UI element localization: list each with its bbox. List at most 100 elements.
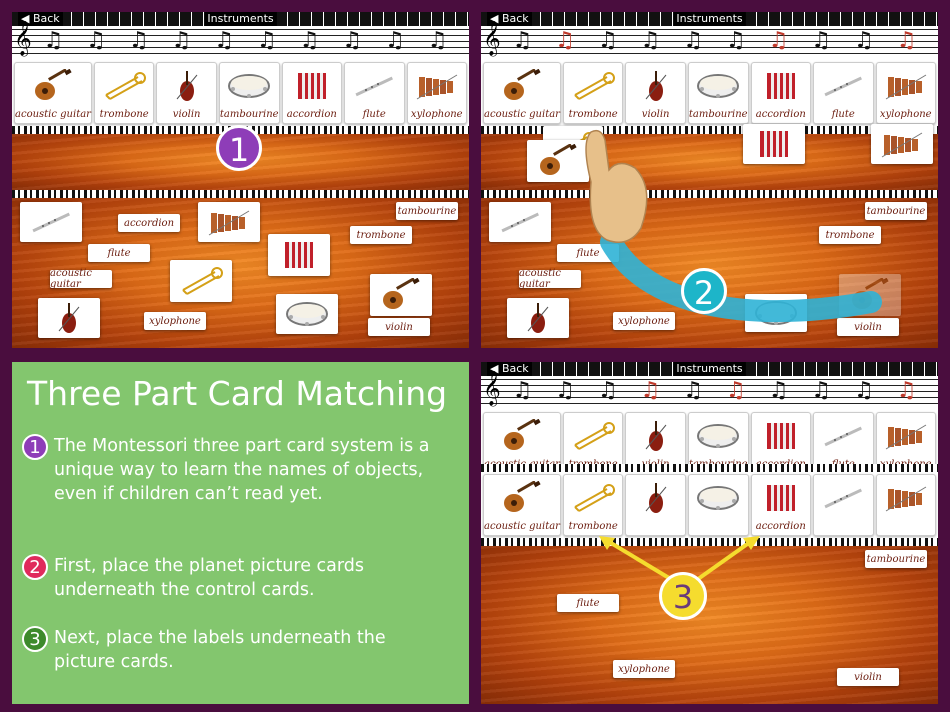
note-icon: ♫ xyxy=(86,28,106,53)
control-card-xylophone[interactable]: xylophone xyxy=(875,62,936,124)
control-card-flute[interactable]: flute xyxy=(813,62,874,124)
note-icon: ♫ xyxy=(640,28,661,53)
note-icon: ♫ xyxy=(555,28,575,53)
back-label: Back xyxy=(32,12,60,25)
step-1-badge: 1 xyxy=(216,125,262,171)
matched-card-row: acoustic guitar trombone accordion xyxy=(481,472,938,538)
piano-keys-divider xyxy=(12,190,469,198)
picture-card-tambourine[interactable] xyxy=(276,294,338,334)
control-card-row: acoustic guitar trombone violin tambouri… xyxy=(12,60,469,126)
control-card-flute[interactable]: flute xyxy=(813,412,874,474)
trombone-icon xyxy=(179,264,223,298)
label-card-violin[interactable]: violin xyxy=(368,318,430,336)
step-2-badge: 2 xyxy=(681,268,727,314)
label-card-trombone[interactable]: trombone xyxy=(350,226,412,244)
panel-step-2: ◀ Back Instruments 𝄞 ♫♫♫♫♫♫♫♫♫♫ acoustic… xyxy=(481,12,938,348)
music-staff-header: ◀ Back Instruments 𝄞 ♫♫♫♫♫♫♫♫♫♫ xyxy=(481,12,938,59)
note-icon: ♫ xyxy=(725,378,746,403)
treble-clef-icon: 𝄞 xyxy=(483,21,501,56)
note-icon: ♫ xyxy=(683,28,703,53)
label-card-flute[interactable]: flute xyxy=(88,244,150,262)
control-card-violin[interactable]: violin xyxy=(625,412,686,474)
control-card-tambourine[interactable]: tambourine xyxy=(218,62,280,124)
flute-icon xyxy=(29,205,73,239)
matched-card-flute[interactable] xyxy=(813,474,874,536)
back-button[interactable]: ◀ Back xyxy=(18,12,63,26)
step-1-number: 1 xyxy=(22,434,48,460)
picture-card-violin[interactable] xyxy=(507,298,569,338)
label-card-acoustic-guitar[interactable]: acoustic guitar xyxy=(50,268,112,290)
label-card-tambourine[interactable]: tambourine xyxy=(865,550,927,568)
control-card-flute[interactable]: flute xyxy=(344,62,405,124)
matched-card-trombone[interactable]: trombone xyxy=(562,474,624,536)
label-card-flute[interactable]: flute xyxy=(557,594,619,612)
picture-card-accordion[interactable] xyxy=(743,124,805,164)
label-card-tambourine[interactable]: tambourine xyxy=(396,202,458,220)
note-icon: ♫ xyxy=(597,378,618,403)
picture-card-xylophone[interactable] xyxy=(871,124,933,164)
xylophone-icon xyxy=(415,69,459,103)
step-2-text: First, place the planet picture cards un… xyxy=(54,556,365,600)
panel-step-1: ◀ Back Instruments 𝄞 ♫♫♫♫♫♫♫♫♫♫ acoustic… xyxy=(12,12,469,348)
instructions-panel: Three Part Card Matching 1 The Montessor… xyxy=(12,362,469,704)
label-card-xylophone[interactable]: xylophone xyxy=(613,660,675,678)
control-card-trombone[interactable]: trombone xyxy=(93,62,155,124)
back-button[interactable]: ◀ Back xyxy=(487,362,532,376)
picture-card-flute[interactable] xyxy=(489,202,551,242)
label-card-acoustic-guitar[interactable]: acoustic guitar xyxy=(519,268,581,290)
note-icon: ♫ xyxy=(640,378,661,403)
violin-icon xyxy=(165,69,209,103)
top-bar: ◀ Back Instruments xyxy=(12,12,469,26)
note-icon: ♫ xyxy=(811,28,832,53)
control-card-tambourine[interactable]: tambourine xyxy=(687,62,749,124)
note-icon: ♫ xyxy=(683,378,703,403)
picture-card-flute[interactable] xyxy=(20,202,82,242)
control-card-violin[interactable]: violin xyxy=(156,62,217,124)
acoustic-guitar-icon xyxy=(31,69,75,103)
note-icon: ♫ xyxy=(43,28,64,53)
picture-card-accordion[interactable] xyxy=(268,234,330,276)
label-card-violin[interactable]: violin xyxy=(837,318,899,336)
back-button[interactable]: ◀ Back xyxy=(487,12,532,26)
picture-card-acoustic-guitar[interactable] xyxy=(370,274,432,316)
label-card-tambourine[interactable]: tambourine xyxy=(865,202,927,220)
note-icon: ♫ xyxy=(256,28,277,53)
control-card-xylophone[interactable]: xylophone xyxy=(406,62,467,124)
matched-card-xylophone[interactable] xyxy=(875,474,937,536)
matched-card-accordion[interactable]: accordion xyxy=(750,474,812,536)
top-bar: ◀ Back Instruments xyxy=(481,362,938,376)
piano-keys-divider xyxy=(481,538,938,546)
step-3-badge: 3 xyxy=(659,572,707,620)
treble-clef-icon: 𝄞 xyxy=(483,371,501,406)
control-card-trombone[interactable]: trombone xyxy=(562,62,624,124)
picture-card-acoustic-guitar[interactable] xyxy=(527,140,589,182)
matched-card-acoustic-guitar[interactable]: acoustic guitar xyxy=(483,474,561,536)
picture-card-xylophone[interactable] xyxy=(198,202,260,242)
note-icon: ♫ xyxy=(768,378,789,403)
label-card-violin[interactable]: violin xyxy=(837,668,899,686)
control-card-accordion[interactable]: accordion xyxy=(750,62,812,124)
accordion-icon xyxy=(290,69,334,103)
note-icon: ♫ xyxy=(171,28,192,53)
note-icon: ♫ xyxy=(555,378,575,403)
control-card-violin[interactable]: violin xyxy=(625,62,686,124)
label-card-xylophone[interactable]: xylophone xyxy=(144,312,206,330)
music-staff-header: ◀ Back Instruments 𝄞 ♫♫♫♫♫♫♫♫♫♫ xyxy=(12,12,469,59)
label-card-trombone[interactable]: trombone xyxy=(819,226,881,244)
tambourine-icon xyxy=(285,297,329,331)
note-icon: ♫ xyxy=(725,28,746,53)
control-card-acoustic-guitar[interactable]: acoustic guitar xyxy=(14,62,92,124)
treble-clef-icon: 𝄞 xyxy=(14,21,32,56)
label-card-accordion[interactable]: accordion xyxy=(118,214,180,232)
control-card-acoustic-guitar[interactable]: acoustic guitar xyxy=(483,62,561,124)
matched-card-tambourine[interactable] xyxy=(687,474,749,536)
screen-title: Instruments xyxy=(204,12,277,26)
matched-card-violin[interactable] xyxy=(625,474,686,536)
back-label: Back xyxy=(501,362,529,375)
label-card-xylophone[interactable]: xylophone xyxy=(613,312,675,330)
note-icon: ♫ xyxy=(427,28,448,53)
picture-card-trombone[interactable] xyxy=(170,260,232,302)
picture-card-violin[interactable] xyxy=(38,298,100,338)
control-card-accordion[interactable]: accordion xyxy=(281,62,343,124)
note-icon: ♫ xyxy=(597,28,618,53)
